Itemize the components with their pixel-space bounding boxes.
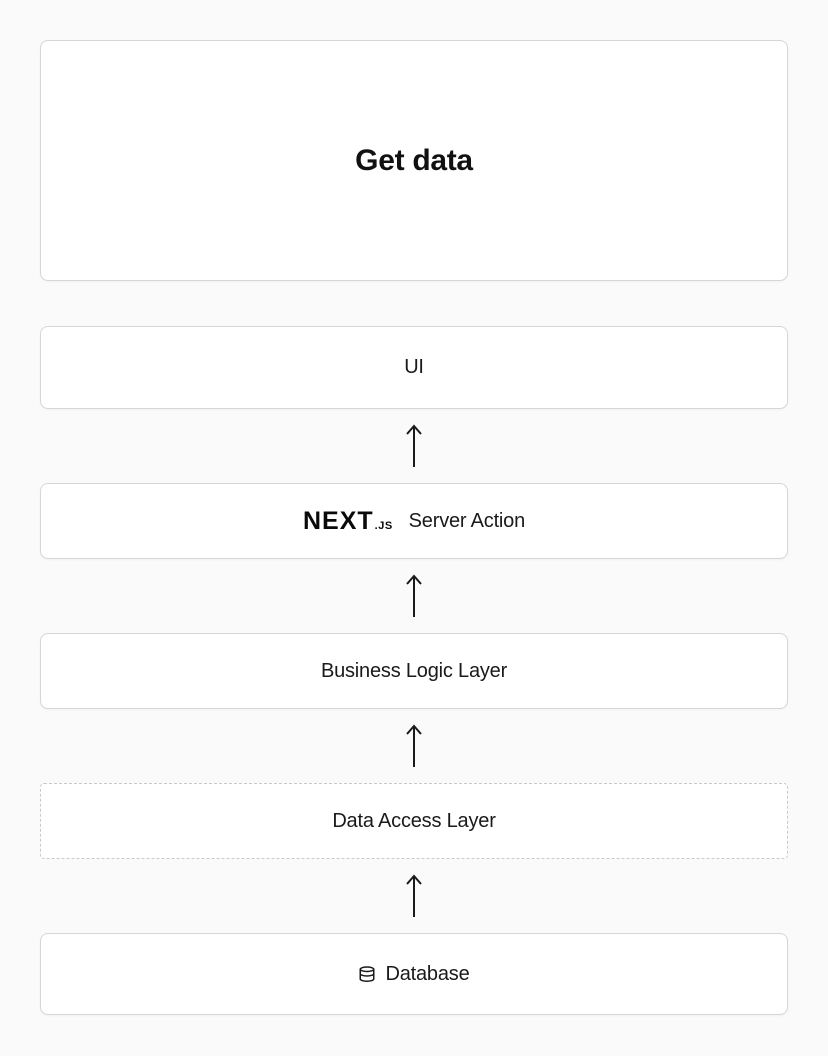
database-label: Database: [385, 962, 470, 985]
node-ui: UI: [40, 326, 788, 409]
nextjs-wordmark: NEXT: [302, 506, 374, 535]
arrow-row-3: [40, 709, 788, 783]
get-data-title: Get data: [355, 143, 473, 177]
nextjs-logo: NEXT .JS: [303, 507, 393, 536]
up-arrow-icon: [406, 874, 422, 917]
arrow-row-2: [40, 559, 788, 633]
arrow-row-1: [40, 409, 788, 483]
layer-stack: Get data UI NEXT .JS Server Action: [40, 40, 788, 1015]
up-arrow-icon: [406, 724, 422, 767]
up-arrow-icon: [406, 574, 422, 617]
data-access-layer-label: Data Access Layer: [332, 809, 496, 832]
node-business-logic-layer: Business Logic Layer: [40, 633, 788, 709]
database-icon: [358, 963, 376, 986]
server-action-label: Server Action: [408, 509, 526, 532]
arrow-row-4: [40, 859, 788, 933]
nextjs-js-suffix: .JS: [374, 519, 393, 532]
node-database: Database: [40, 933, 788, 1015]
node-data-access-layer: Data Access Layer: [40, 783, 788, 859]
business-logic-layer-label: Business Logic Layer: [320, 659, 508, 682]
up-arrow-icon: [406, 424, 422, 467]
node-server-action: NEXT .JS Server Action: [40, 483, 788, 559]
ui-label: UI: [404, 356, 424, 378]
node-get-data: Get data: [40, 40, 788, 281]
